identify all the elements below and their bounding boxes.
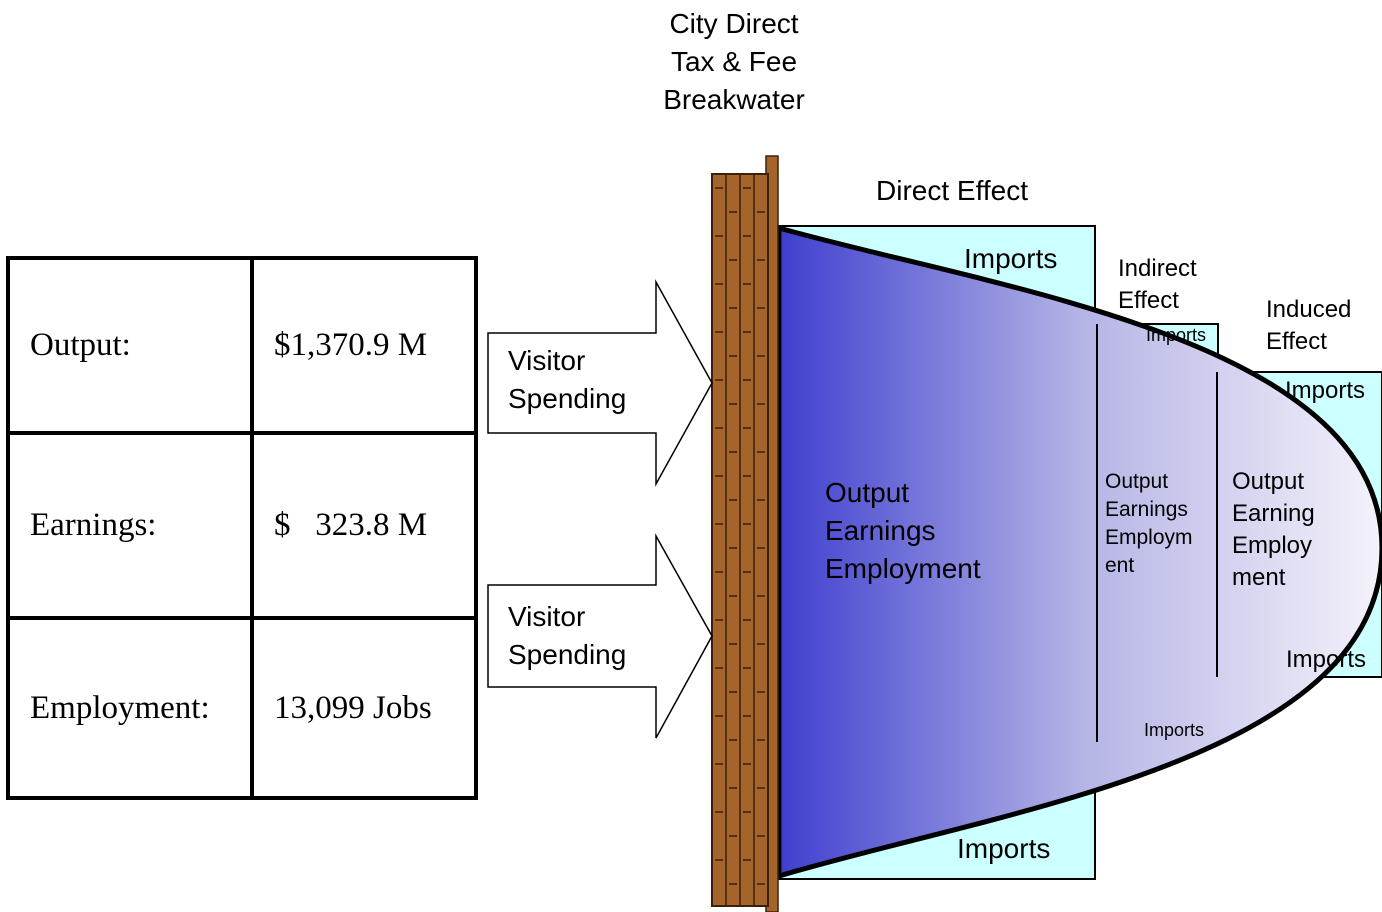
visitor-spending-arrow-1 — [487, 279, 713, 487]
summary-label: Employment: — [6, 616, 254, 800]
visitor-spending-label-1: Visitor Spending — [508, 345, 627, 414]
induced-imports-bottom: Imports — [1286, 646, 1367, 673]
indirect-effect-header: Indirect Effect — [1118, 255, 1197, 314]
summary-value: $ 323.8 M — [250, 431, 478, 620]
direct-imports-top: Imports — [964, 243, 1058, 274]
breakwater-wall — [711, 155, 779, 912]
visitor-spending-label-2: Visitor Spending — [508, 601, 627, 670]
indirect-imports-top: Imports — [1146, 325, 1207, 345]
summary-row-employment: Employment: 13,099 Jobs — [6, 616, 478, 800]
summary-label: Earnings: — [6, 431, 254, 620]
direct-effect-body: Output Earnings Employment — [825, 477, 981, 584]
impact-summary-table: Output: $1,370.9 M Earnings: $ 323.8 M E… — [6, 256, 478, 800]
indirect-imports-bottom: Imports — [1144, 720, 1205, 740]
induced-effect-header: Induced Effect — [1266, 296, 1352, 355]
induced-effect-body: Output Earning Employ ment — [1232, 468, 1315, 591]
summary-row-earnings: Earnings: $ 323.8 M — [6, 431, 478, 620]
visitor-spending-arrow-2 — [487, 533, 713, 739]
summary-label: Output: — [6, 256, 254, 435]
breakwater-title: City Direct Tax & Fee Breakwater — [663, 8, 805, 115]
summary-value: 13,099 Jobs — [250, 616, 478, 800]
direct-imports-bottom: Imports — [957, 833, 1051, 864]
induced-imports-top: Imports — [1285, 377, 1366, 404]
indirect-effect-body: Output Earnings Employm ent — [1105, 470, 1193, 577]
summary-value: $1,370.9 M — [250, 256, 478, 435]
direct-effect-header: Direct Effect — [876, 175, 1028, 206]
summary-row-output: Output: $1,370.9 M — [6, 256, 478, 435]
